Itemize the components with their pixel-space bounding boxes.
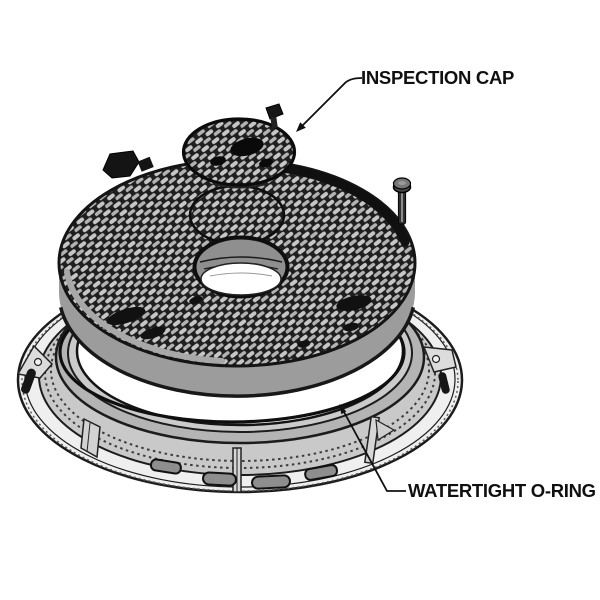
cover-surface-marks bbox=[106, 295, 372, 348]
inspection-cap-shape bbox=[181, 117, 297, 189]
watertight-oring-callout: WATERTIGHT O-RING bbox=[339, 404, 596, 501]
leader-line-inspection-cap bbox=[301, 77, 363, 127]
ring-left-rib bbox=[80, 417, 101, 459]
cover-rim-highlight bbox=[64, 269, 225, 364]
ring-left-gusset bbox=[16, 344, 54, 394]
cap-shadow-line bbox=[213, 183, 267, 189]
inspection-cap-callout: INSPECTION CAP bbox=[296, 67, 514, 132]
ring-center-rib bbox=[232, 447, 242, 493]
ring-right-rib bbox=[363, 415, 396, 465]
cover-bottom-edge bbox=[58, 306, 416, 398]
inspection-cap-label: INSPECTION CAP bbox=[361, 67, 514, 88]
ring-dotted-edge bbox=[21, 270, 459, 492]
arrowhead-inspection-cap bbox=[296, 122, 306, 132]
ring-flange-slots bbox=[149, 458, 339, 490]
manhole-cover bbox=[57, 150, 417, 398]
cap-bolt bbox=[265, 103, 284, 129]
arrowhead-oring bbox=[339, 404, 347, 415]
cover-skirt bbox=[59, 263, 415, 395]
watertight-oring-label: WATERTIGHT O-RING bbox=[408, 480, 596, 501]
cover-lift-lug bbox=[102, 150, 154, 179]
cover-bolt bbox=[392, 177, 412, 225]
center-hole bbox=[192, 235, 290, 299]
ring-right-gusset bbox=[422, 346, 457, 394]
leader-line-oring bbox=[343, 411, 406, 492]
